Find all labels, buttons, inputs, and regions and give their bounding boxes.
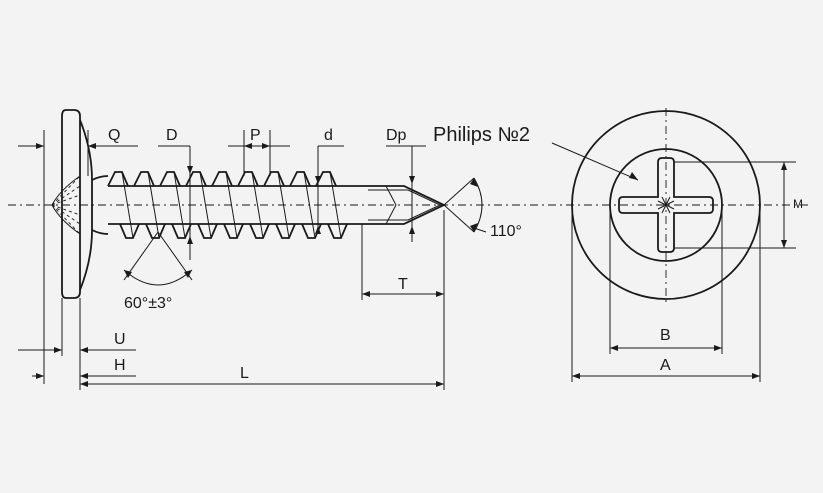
a-dimension: A: [571, 205, 761, 382]
screw-head-side: [51, 109, 109, 299]
thread-angle-label: 60°±3°: [124, 295, 172, 312]
thread-crest: [159, 171, 192, 239]
dp-label: Dp: [386, 127, 407, 144]
top-dimensions: Q D P d Dp: [18, 127, 426, 260]
thread-flank: [147, 171, 160, 239]
thread-crest: [263, 171, 296, 239]
thread-crest: [133, 171, 166, 239]
h-label: H: [114, 357, 126, 374]
bottom-dimensions: U H L: [18, 205, 445, 390]
p-label: P: [250, 127, 261, 144]
tip-angle-dimension: 110°: [443, 177, 522, 240]
t-dimension: T: [361, 210, 445, 300]
q-label: Q: [108, 127, 120, 144]
thread-flank: [251, 171, 264, 239]
thread-flank: [121, 171, 134, 239]
l-label: L: [240, 365, 249, 382]
b-label: B: [660, 327, 671, 344]
thread-flank: [329, 171, 342, 239]
b-dimension: B: [609, 205, 723, 354]
thread-flank: [303, 171, 316, 239]
drive-type-label: Philips №2: [433, 124, 530, 146]
m-dimension: M: [674, 161, 803, 249]
thread-flank: [173, 171, 186, 239]
thread-crest: [107, 171, 140, 239]
thread-crest: [211, 171, 244, 239]
d-major-label: D: [166, 127, 178, 144]
m-label: M: [793, 197, 803, 211]
thread-angle-dimension: 60°±3°: [123, 231, 193, 312]
thread-flank: [277, 171, 290, 239]
thread-crest: [237, 171, 270, 239]
tip-angle-label: 110°: [490, 223, 522, 240]
t-label: T: [398, 276, 408, 293]
drive-callout: Philips №2: [433, 124, 639, 181]
d-minor-label: d: [324, 127, 333, 144]
u-label: U: [114, 331, 126, 348]
thread-flank: [199, 171, 212, 239]
thread-flank: [225, 171, 238, 239]
a-label: A: [660, 357, 671, 374]
